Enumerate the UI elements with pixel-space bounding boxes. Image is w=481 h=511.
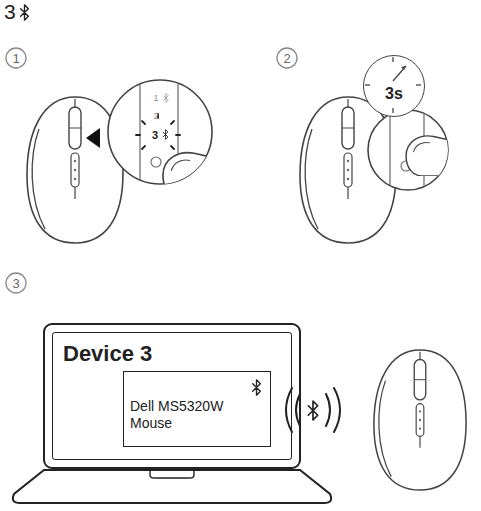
zoom-detail <box>136 78 221 198</box>
step-number: 1 <box>12 52 19 65</box>
step-circles <box>6 48 297 293</box>
channel-number: 2 <box>153 112 158 121</box>
step-number: 3 <box>12 277 19 290</box>
mouse <box>27 97 123 243</box>
bluetooth-icon <box>21 5 29 20</box>
bluetooth-icon <box>253 380 261 395</box>
mouse <box>374 350 466 490</box>
node-text: Device 3 <box>63 341 281 367</box>
laptop-notch <box>150 470 194 478</box>
title: 3 <box>4 1 16 23</box>
node-text: Dell MS5320W Mouse <box>130 398 238 432</box>
bluetooth-icon <box>308 401 317 420</box>
channel-number: 3 <box>152 130 158 141</box>
zoom-detail <box>390 110 458 190</box>
laptop-lid <box>44 324 300 468</box>
zoom-pointer <box>86 128 100 148</box>
step-number: 2 <box>283 52 290 65</box>
device-box: Dell MS5320W Mouse <box>123 371 271 447</box>
channel-number: 1 <box>153 94 158 103</box>
timer-circle: 3s <box>363 55 425 117</box>
node-text: 3s <box>364 84 424 103</box>
laptop-base <box>13 470 331 503</box>
laptop-screen: Device 3 Dell MS5320W Mouse <box>52 332 292 460</box>
bluetooth-signal <box>286 388 340 432</box>
